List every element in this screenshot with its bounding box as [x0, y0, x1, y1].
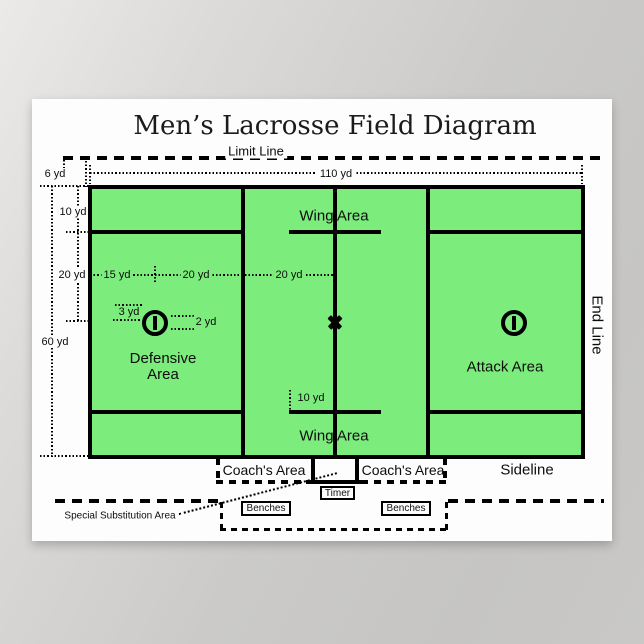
- benches-left-box: Benches: [241, 501, 291, 516]
- page-title: Men’s Lacrosse Field Diagram: [133, 111, 537, 141]
- coach-area-left-bottom-dash: [216, 480, 308, 484]
- measure-20yd-label: 20 yd: [55, 269, 89, 281]
- coach-area-right-dash: [443, 458, 447, 484]
- measure-20yd-a-label: 20 yd: [180, 269, 212, 281]
- measure-6yd-label: 6 yd: [41, 168, 69, 180]
- measure-tick-goalline: [66, 320, 89, 322]
- measure-infield-line: [90, 274, 335, 276]
- timer-box: Timer: [320, 486, 355, 500]
- attack-area-label: Attack Area: [466, 358, 544, 376]
- goal-crease-right: [501, 310, 527, 336]
- measure-3yd-bottom-dots: [113, 319, 141, 321]
- faceoff-x-mark: [327, 314, 343, 330]
- measure-3yd-label: 3 yd: [116, 306, 142, 318]
- wing-line-bottom: [289, 410, 381, 414]
- measure-wing10-tick: [289, 390, 291, 410]
- bottom-band-line-right: [428, 410, 585, 414]
- spectator-line-left: [55, 499, 221, 503]
- measure-tick-wingline: [66, 231, 89, 233]
- top-band-line-left: [88, 230, 245, 234]
- substitution-box-right-wall: [355, 455, 359, 484]
- coachs-area-right-label: Coach's Area: [361, 462, 445, 478]
- coach-area-right-bottom-dash: [361, 480, 447, 484]
- wing-line-top: [289, 230, 381, 234]
- wing-area-bottom-label: Wing Area: [299, 427, 369, 445]
- bottom-band-line-left: [88, 410, 245, 414]
- measure-tick-fieldbottom: [40, 455, 89, 457]
- measure-10-20yd-line: [77, 186, 79, 322]
- measure-10yd-label: 10 yd: [56, 206, 90, 218]
- defensive-area-line1: Defensive: [129, 350, 197, 367]
- limit-line-label: Limit Line: [225, 143, 287, 159]
- end-line-label: End Line: [588, 295, 606, 355]
- measure-3yd-top-dots: [115, 304, 144, 306]
- measure-goal-tick: [154, 266, 156, 283]
- measure-15yd-label: 15 yd: [101, 269, 133, 281]
- substitution-box-bottom: [306, 480, 364, 484]
- goal-crease-left: [142, 310, 168, 336]
- bench-zone-right-dash: [445, 502, 448, 531]
- defensive-area-label: Defensive Area: [130, 351, 197, 383]
- measure-tick-6yd-right: [85, 161, 87, 187]
- benches-right-box: Benches: [381, 501, 431, 516]
- benches-right-label: Benches: [386, 503, 426, 514]
- measure-tick-6yd-left: [63, 160, 65, 171]
- wing-area-top-label: Wing Area: [299, 207, 369, 225]
- top-band-line-right: [428, 230, 585, 234]
- attack-restraining-line: [426, 185, 430, 459]
- spectator-line-right: [448, 499, 604, 503]
- measure-2yd-top-dots: [171, 315, 195, 317]
- coach-area-left-dash: [216, 458, 220, 484]
- measure-tick-fieldtop: [40, 185, 89, 187]
- measure-110yd-cap-right: [581, 165, 583, 184]
- defensive-area-line2: Area: [147, 366, 179, 383]
- measure-wing10-label: 10 yd: [295, 392, 327, 404]
- measure-60yd-line: [51, 186, 53, 457]
- special-substitution-label: Special Substitution Area: [64, 510, 176, 522]
- bench-zone-left-dash: [220, 502, 223, 531]
- coachs-area-left-label: Coach's Area: [222, 462, 306, 478]
- limit-line-dashed: [63, 156, 604, 160]
- measure-2yd-label: 2 yd: [193, 316, 219, 328]
- timer-label: Timer: [324, 487, 351, 499]
- benches-left-label: Benches: [246, 503, 286, 514]
- bench-zone-bottom-dash: [220, 528, 448, 531]
- measure-60yd-label: 60 yd: [38, 336, 72, 348]
- sideline-label: Sideline: [500, 461, 554, 479]
- measure-2yd-bottom-dots: [171, 328, 195, 330]
- defensive-restraining-line: [241, 185, 245, 459]
- substitution-box-left-wall: [311, 455, 315, 484]
- measure-110yd-label: 110 yd: [316, 168, 356, 180]
- goal-post-left: [153, 316, 157, 330]
- measure-20yd-b-label: 20 yd: [273, 269, 305, 281]
- measure-110yd-cap-left: [89, 165, 91, 184]
- goal-post-right: [512, 316, 516, 330]
